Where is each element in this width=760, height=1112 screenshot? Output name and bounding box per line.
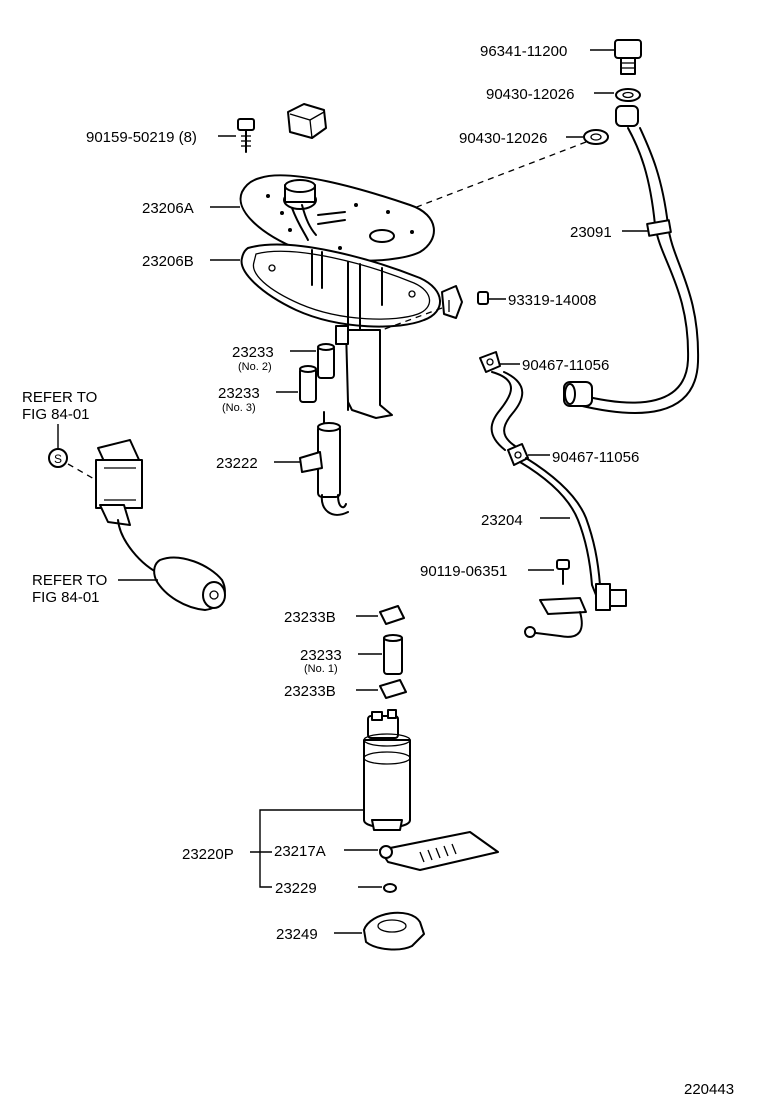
fuel-hose: [490, 371, 524, 451]
label-96341-11200: 96341-11200: [480, 43, 567, 60]
label-refer-to-2: REFER TO: [32, 572, 107, 589]
label-23233-no2-sub: (No. 2): [238, 361, 272, 373]
label-23233-no2: 23233: [232, 344, 274, 361]
sender-plate-23206A: [239, 174, 435, 262]
gasket-23206B: [240, 243, 441, 328]
clamp-23233B-top: [379, 605, 405, 625]
label-23206B: 23206B: [142, 253, 194, 270]
symbol-s-text: S: [54, 452, 62, 466]
washer-90430-upper: [615, 88, 641, 102]
hose-23233-no2: [317, 343, 335, 379]
label-23229: 23229: [275, 880, 317, 897]
label-90467-11056-a: 90467-11056: [522, 357, 609, 374]
label-23206A: 23206A: [142, 200, 194, 217]
fuel-line-23091: [563, 105, 700, 414]
label-23222: 23222: [216, 455, 258, 472]
hose-23233-no3: [299, 365, 317, 403]
label-90119-06351: 90119-06351: [420, 563, 507, 580]
label-90430-12026-b: 90430-12026: [459, 130, 547, 147]
pipe-23204: [519, 457, 627, 638]
ring-23229: [383, 883, 397, 893]
cushion-23249: [363, 911, 425, 951]
label-23233B-bottom: 23233B: [284, 683, 336, 700]
label-90467-11056-b: 90467-11056: [552, 449, 639, 466]
label-23091: 23091: [570, 224, 612, 241]
label-90430-12026-a: 90430-12026: [486, 86, 574, 103]
label-23233-no3: 23233: [218, 385, 260, 402]
bolt-96341: [614, 39, 642, 75]
label-fig-84-01-1: FIG 84-01: [22, 406, 90, 423]
label-23204: 23204: [481, 512, 523, 529]
screw-90159: [237, 118, 255, 153]
float-arm-and-float: [153, 556, 226, 611]
label-23233-no1-sub: (No. 1): [304, 663, 338, 675]
symbol-s-mark: S: [48, 448, 68, 468]
label-23233-no1: 23233: [300, 647, 342, 664]
clamp-90467-upper: [479, 351, 501, 373]
assembly-bracket: [259, 809, 365, 888]
figure-number: 220443: [684, 1081, 734, 1098]
label-23233-no3-sub: (No. 3): [222, 402, 256, 414]
fuel-gauge-sender: [95, 439, 163, 576]
suction-tube-23222: [299, 411, 349, 516]
rubber-cap: [287, 103, 327, 139]
label-refer-to-1: REFER TO: [22, 389, 97, 406]
label-23233B-top: 23233B: [284, 609, 336, 626]
label-23217A: 23217A: [274, 843, 326, 860]
label-23220P: 23220P: [182, 846, 234, 863]
washer-90430-lower: [583, 129, 609, 145]
clamp-90467-lower: [507, 443, 529, 466]
label-90159-50219: 90159-50219 (8): [86, 129, 197, 146]
clip-93319: [441, 285, 489, 319]
hose-23233-no1: [383, 634, 403, 675]
filter-23217A: [379, 831, 499, 871]
label-93319-14008: 93319-14008: [508, 292, 596, 309]
fuel-pump-23220P: [363, 709, 411, 831]
sender-bracket: [311, 249, 393, 419]
label-fig-84-01-2: FIG 84-01: [32, 589, 100, 606]
clamp-23233B-bottom: [379, 679, 407, 699]
screw-90119: [556, 559, 570, 585]
label-23249: 23249: [276, 926, 318, 943]
